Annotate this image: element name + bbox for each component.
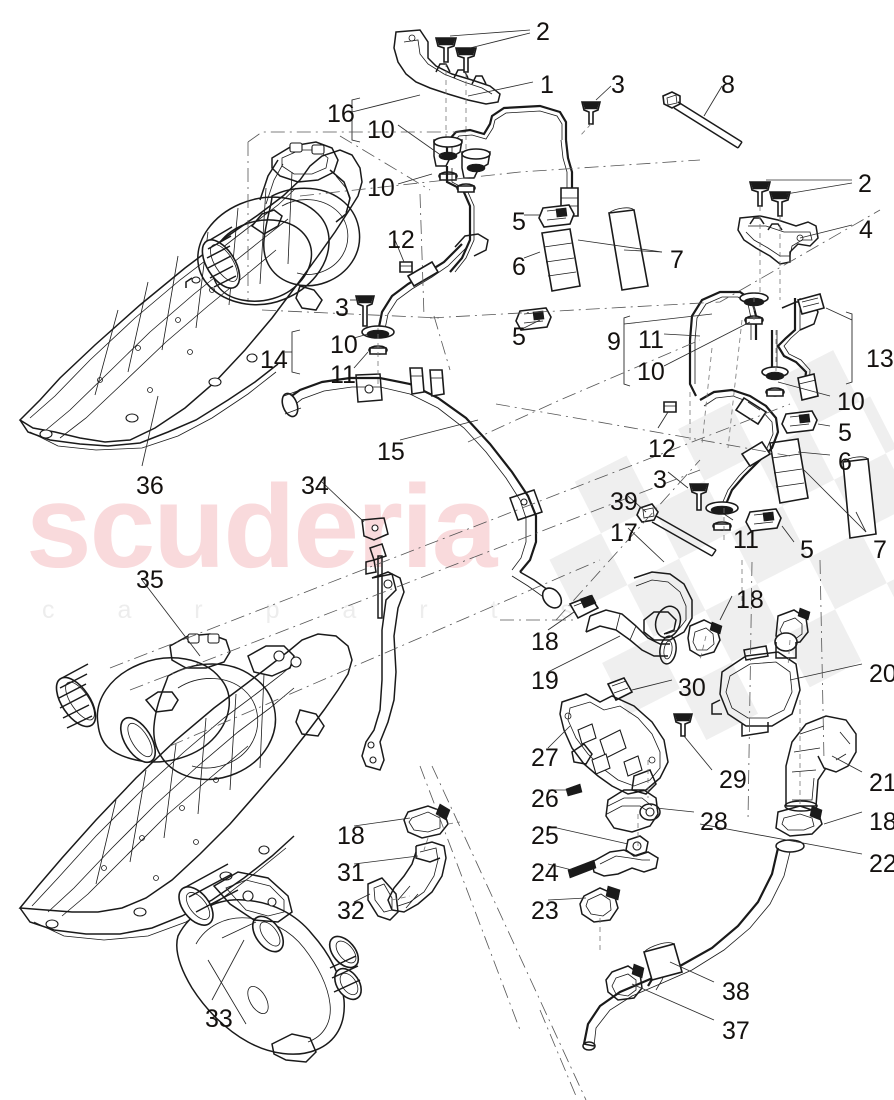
callout-1-bracket-clip: 1 bbox=[540, 71, 554, 99]
hose-19-with-clamp bbox=[570, 595, 678, 665]
callout-18-clamp-b: 18 bbox=[531, 628, 559, 656]
callout-2-bolt-lower: 2 bbox=[858, 170, 872, 198]
callout-2-bolt-upper: 2 bbox=[536, 18, 550, 46]
callout-14-assembly-group: 14 bbox=[260, 346, 288, 374]
callout-3-banjo-bolt-left: 3 bbox=[335, 294, 349, 322]
callout-8-cable-tie: 8 bbox=[721, 71, 735, 99]
callout-11-seal-a: 11 bbox=[638, 326, 664, 354]
oil-return-pipe-left-14 bbox=[356, 234, 488, 354]
callout-12-nut-a: 12 bbox=[387, 226, 415, 254]
callout-25-grommet: 25 bbox=[531, 822, 559, 850]
leader-lines bbox=[142, 30, 866, 1020]
callout-39-clamp: 39 bbox=[610, 488, 638, 516]
callout-20-diverter-valve: 20 bbox=[869, 660, 894, 688]
callout-34-bracket-small: 34 bbox=[301, 472, 329, 500]
callout-16-assembly-group: 16 bbox=[327, 100, 355, 128]
callout-18-clamp-c: 18 bbox=[869, 808, 894, 836]
callout-10-seal-ring-b: 10 bbox=[367, 174, 395, 202]
callout-13-assembly-group: 13 bbox=[866, 345, 894, 373]
callout-7-protective-sleeve-a: 7 bbox=[670, 246, 684, 274]
callout-10-seal-ring-a: 10 bbox=[367, 116, 395, 144]
callout-38-sleeve: 38 bbox=[722, 978, 750, 1006]
callout-21-elbow-hose: 21 bbox=[869, 769, 894, 797]
callout-27-mounting-plate: 27 bbox=[531, 744, 559, 772]
callout-17-cable-tie: 17 bbox=[610, 519, 638, 547]
callout-10-seal-ring-e: 10 bbox=[837, 388, 865, 416]
callout-18-clamp-a: 18 bbox=[736, 586, 764, 614]
rubber-hose-curved-18 bbox=[634, 572, 692, 641]
callout-31-hose-elbow: 31 bbox=[337, 859, 365, 887]
callout-32-gasket: 32 bbox=[337, 897, 365, 925]
callout-3-banjo-bolt-upper: 3 bbox=[611, 71, 625, 99]
callout-10-seal-ring-d: 10 bbox=[330, 331, 358, 359]
callout-33-water-pump: 33 bbox=[205, 1005, 233, 1033]
callout-24-retaining-clip: 24 bbox=[531, 859, 559, 887]
callout-5-hose-clamp-a: 5 bbox=[512, 208, 526, 236]
callout-6-hose-b: 6 bbox=[838, 448, 852, 476]
callout-11-seal-b: 11 bbox=[330, 361, 356, 389]
oil-pipe-assembly-13 bbox=[762, 294, 824, 400]
callout-36-turbocharger-left: 36 bbox=[136, 472, 164, 500]
callout-12-nut-b: 12 bbox=[648, 435, 676, 463]
bracket-34-stay bbox=[362, 518, 404, 770]
callout-15-coolant-pipe: 15 bbox=[377, 438, 405, 466]
callout-4-bracket: 4 bbox=[859, 216, 873, 244]
mount-28-group bbox=[568, 790, 660, 922]
coolant-hose-22 bbox=[583, 806, 822, 1050]
oil-supply-pipe-9 bbox=[690, 292, 768, 396]
diverter-valve-20 bbox=[712, 633, 800, 736]
bracket-4-with-bolts bbox=[738, 182, 818, 300]
water-pump-assembly bbox=[172, 864, 366, 1062]
oil-return-pipe-right bbox=[664, 390, 778, 530]
callout-10-seal-ring-c: 10 bbox=[637, 358, 665, 386]
construction-lines bbox=[110, 132, 880, 1100]
callout-6-hose-a: 6 bbox=[512, 253, 526, 281]
callout-23-clip: 23 bbox=[531, 897, 559, 925]
bolt-3-upper bbox=[580, 102, 600, 136]
callout-29-bolt: 29 bbox=[719, 766, 747, 794]
turbocharger-assembly-right bbox=[20, 634, 352, 940]
callout-19-hose: 19 bbox=[531, 667, 559, 695]
callout-22-coolant-hose: 22 bbox=[869, 850, 894, 878]
cable-tie-8 bbox=[663, 92, 742, 148]
hose-clamp-set-upper bbox=[516, 205, 648, 330]
hose-clamp-set-lower bbox=[746, 411, 876, 538]
callout-5-hose-clamp-b: 5 bbox=[512, 323, 526, 351]
callout-9-assembly-group: 9 bbox=[607, 328, 621, 356]
spring-clamps-group bbox=[608, 608, 810, 700]
callout-35-turbocharger-right: 35 bbox=[136, 566, 164, 594]
callout-30-spacer: 30 bbox=[678, 674, 706, 702]
callout-37-spring-clip: 37 bbox=[722, 1017, 750, 1045]
turbocharger-assembly-left bbox=[20, 142, 362, 450]
callout-28-rubber-mount: 28 bbox=[700, 808, 728, 836]
callout-5-hose-clamp-d: 5 bbox=[800, 536, 814, 564]
hose-elbow-31-group bbox=[368, 804, 450, 920]
callout-3-banjo-bolt-right: 3 bbox=[653, 466, 667, 494]
clamp-39-and-tie-17 bbox=[637, 504, 716, 556]
callout-5-hose-clamp-c: 5 bbox=[838, 419, 852, 447]
callout-11-seal-c: 11 bbox=[733, 526, 759, 554]
oil-supply-pipe-16 bbox=[434, 106, 578, 272]
callout-7-protective-sleeve-b: 7 bbox=[873, 536, 887, 564]
mounting-plate-27 bbox=[560, 694, 692, 796]
callout-26-rivet: 26 bbox=[531, 785, 559, 813]
bracket-1-with-bolts bbox=[394, 30, 500, 160]
callout-18-clamp-d: 18 bbox=[337, 822, 365, 850]
